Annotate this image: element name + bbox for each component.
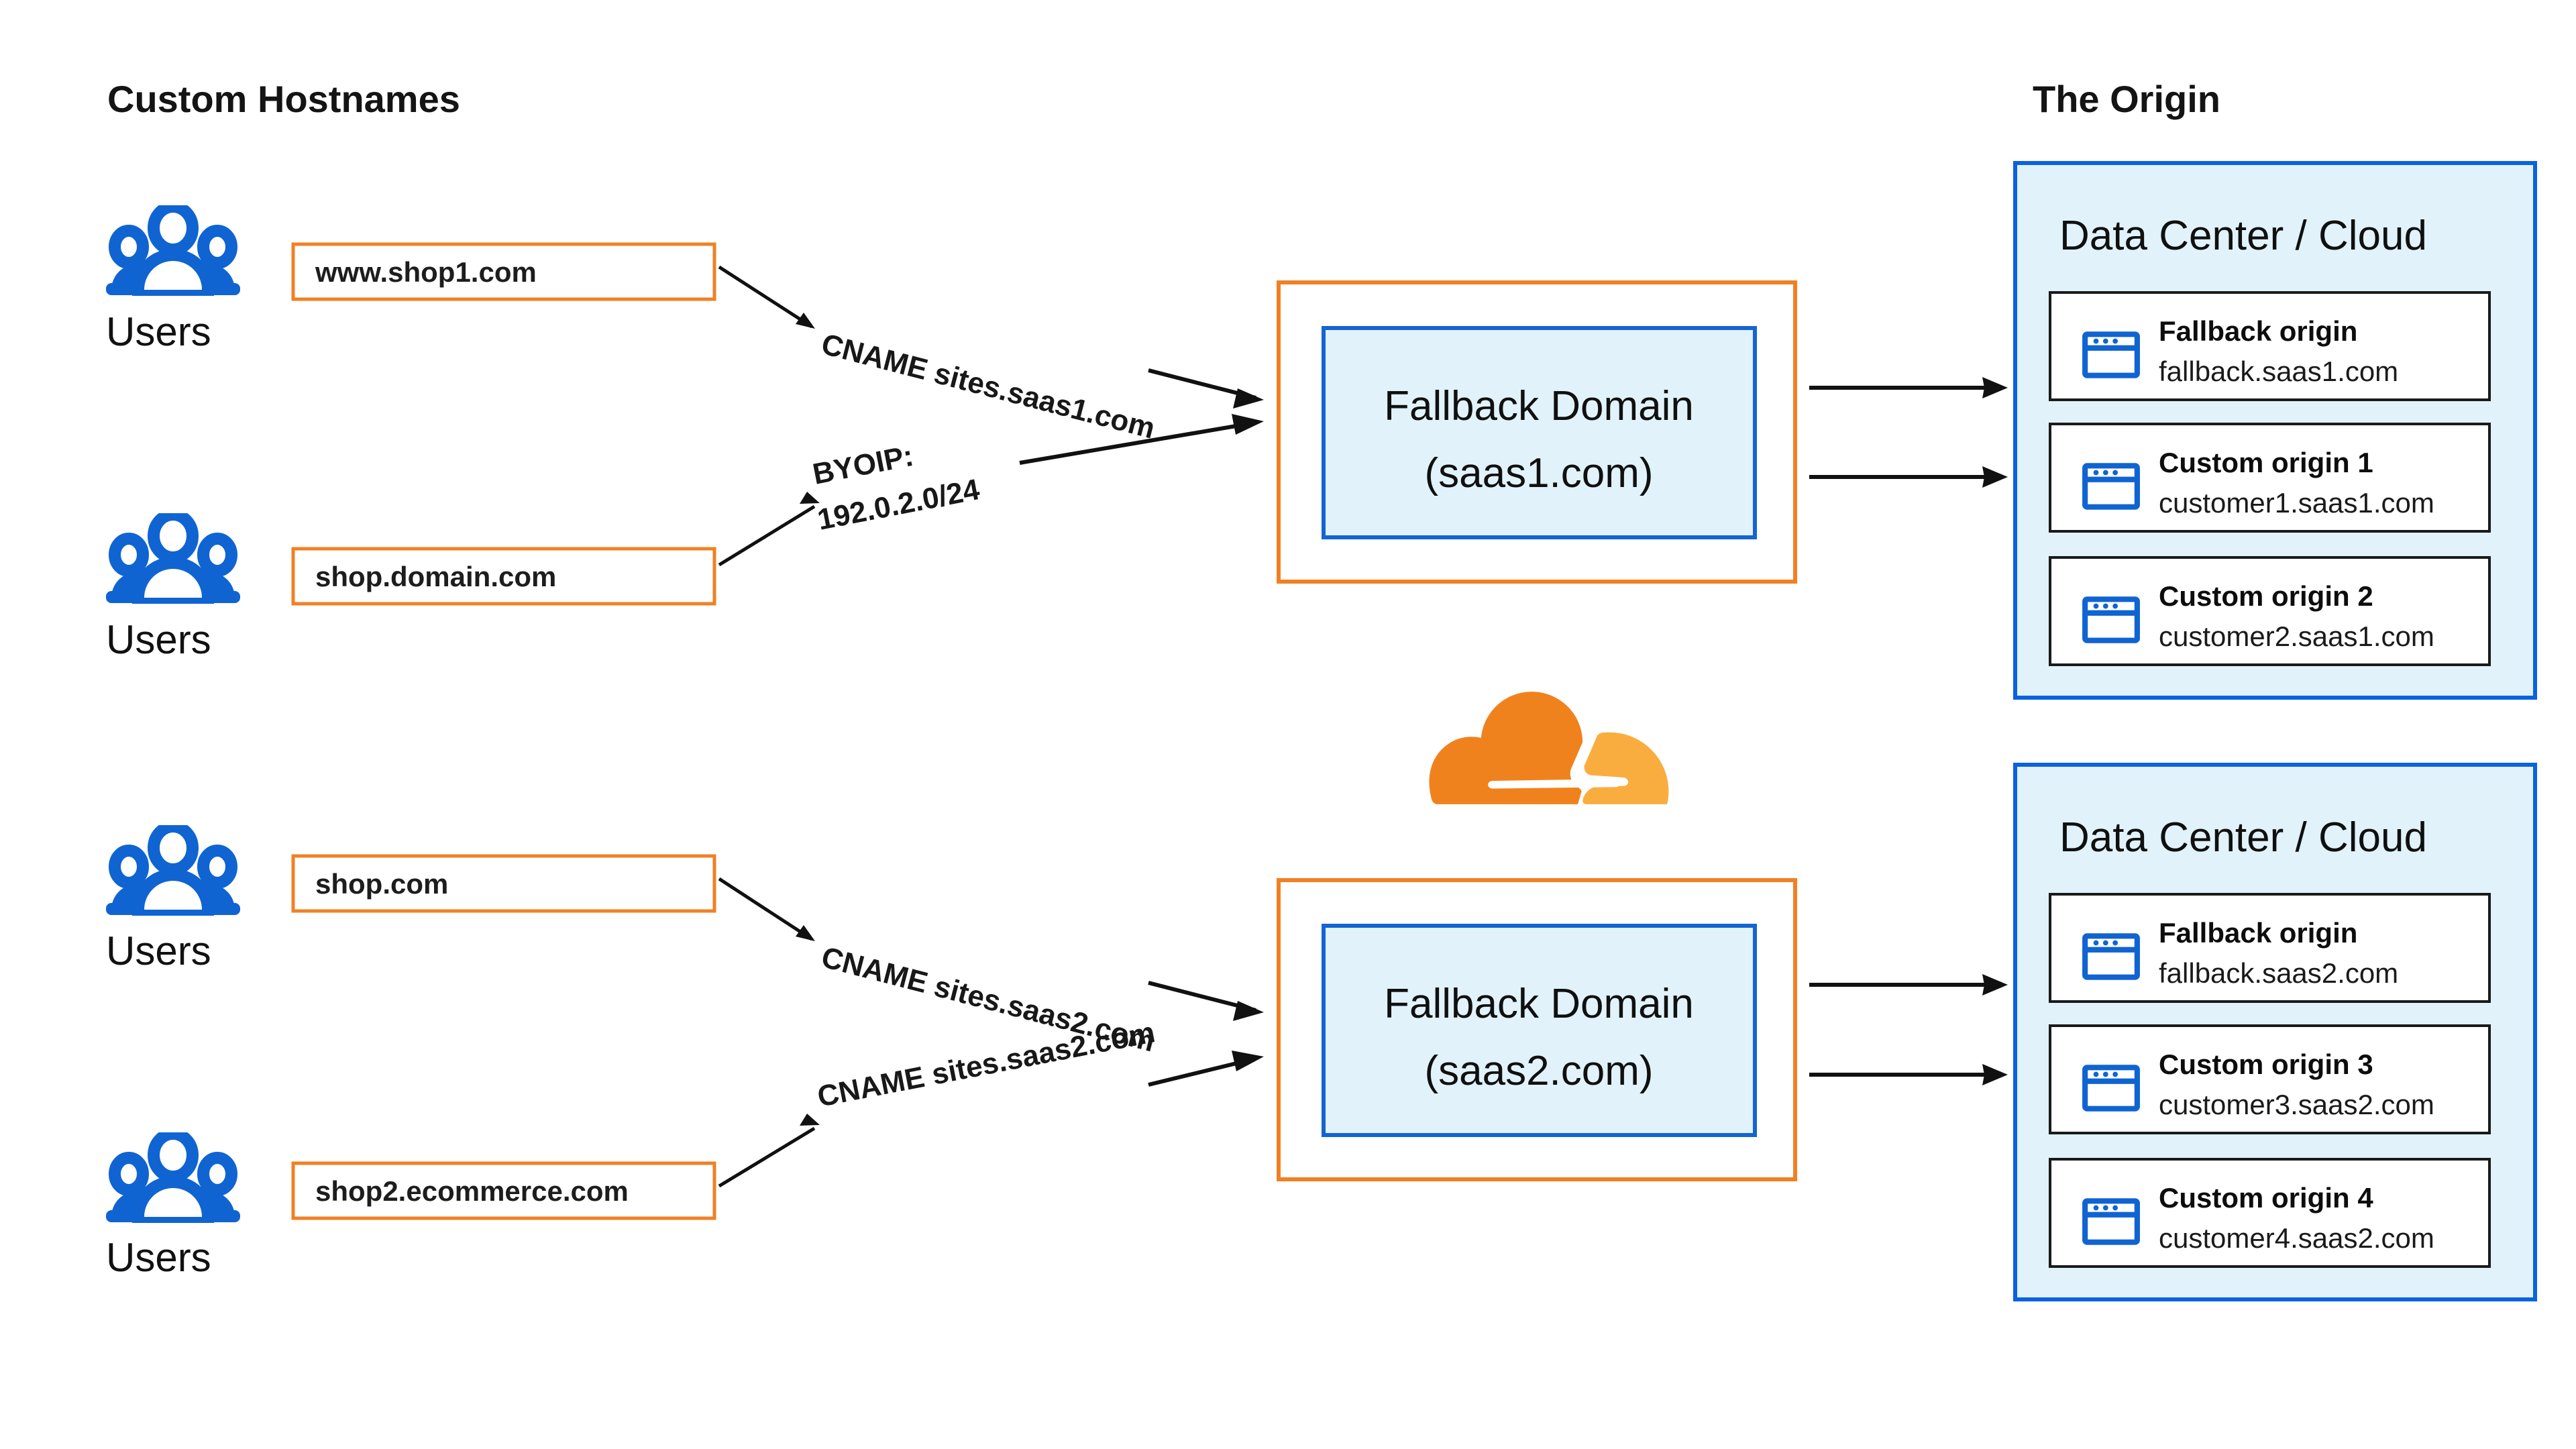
fallback-domain-inner-rect[interactable] [1322,326,1757,539]
fallback-domain-title: Fallback Domain [1384,981,1694,1027]
origin-card[interactable]: Fallback origin fallback.saas2.com [2049,893,2491,1003]
cloudflare-cloud-main [1429,692,1583,804]
origin-name: Custom origin 2 [2159,580,2373,612]
fallback-domain-title: Fallback Domain [1384,383,1694,429]
connector-byoip: BYOIP: 192.0.2.0/24 [718,414,1264,567]
fallback-domain-subtitle: (saas2.com) [1424,1048,1653,1094]
users-label: Users [106,617,211,662]
origin-host: customer4.saas2.com [2159,1222,2434,1254]
origin-name: Fallback origin [2159,315,2357,347]
hostname-box-rect[interactable] [291,1161,716,1220]
page-heading-left: Custom Hostnames [107,78,460,120]
edge-label-byoip-line1: BYOIP: [810,439,916,491]
users-icon [106,515,240,603]
connector-cname-saas1: CNAME sites.saas1.com [718,265,1264,445]
users-icon [106,207,240,295]
hostname-box-4[interactable]: shop2.ecommerce.com [291,1161,716,1220]
origin-host: fallback.saas1.com [2159,356,2398,387]
origin-arrows-2 [1809,974,2008,1085]
users-group-3: Users [106,826,240,973]
origin-name: Custom origin 1 [2159,447,2373,478]
fallback-domain-2[interactable]: Fallback Domain (saas2.com) [1277,878,1797,1181]
users-group-1: Users [106,207,240,354]
origin-host: customer1.saas1.com [2159,487,2434,519]
users-group-2: Users [106,515,240,662]
page-heading-right: The Origin [2033,78,2220,120]
hostname-box-rect[interactable] [291,854,716,913]
hostname-box-2[interactable]: shop.domain.com [291,547,716,606]
hostname-box-3[interactable]: shop.com [291,854,716,913]
data-center-title: Data Center / Cloud [2059,213,2427,259]
cloudflare-slash [1488,779,1621,789]
edge-label-cname-1: CNAME sites.saas1.com [818,327,1158,445]
users-group-4: Users [106,1134,240,1280]
origin-host: customer2.saas1.com [2159,621,2434,652]
origin-card[interactable]: Custom origin 1 customer1.saas1.com [2049,423,2491,533]
hostname-box-1[interactable]: www.shop1.com [291,242,716,301]
hostname-box-rect[interactable] [291,547,716,606]
origin-host: customer3.saas2.com [2159,1089,2434,1120]
origin-card[interactable]: Custom origin 4 customer4.saas2.com [2049,1158,2491,1268]
origin-card[interactable]: Custom origin 2 customer2.saas1.com [2049,556,2491,666]
data-center-title: Data Center / Cloud [2059,814,2427,861]
users-label: Users [106,1235,211,1280]
cloudflare-cloud-icon [1429,692,1669,804]
users-icon [106,826,240,915]
users-icon [106,1134,240,1222]
origin-name: Custom origin 3 [2159,1049,2373,1080]
users-label: Users [106,928,211,973]
connector-cname-saas2-b: CNAME sites.saas2.com [718,1016,1264,1188]
hostname-value: shop2.ecommerce.com [315,1175,629,1207]
connector-cname-saas2-a: CNAME sites.saas2.com [718,877,1264,1059]
hostname-value: shop.domain.com [315,561,556,592]
hostname-value: www.shop1.com [315,256,537,288]
hostname-box-rect[interactable] [291,242,716,301]
data-center-panel-2: Data Center / Cloud Fallback origin fall… [2013,763,2537,1301]
fallback-domain-1[interactable]: Fallback Domain (saas1.com) [1277,280,1797,584]
origin-name: Custom origin 4 [2159,1182,2373,1214]
origin-card[interactable]: Fallback origin fallback.saas1.com [2049,291,2491,401]
users-label: Users [106,309,211,354]
origin-card[interactable]: Custom origin 3 customer3.saas2.com [2049,1024,2491,1134]
origin-name: Fallback origin [2159,917,2357,949]
origin-host: fallback.saas2.com [2159,957,2398,989]
hostname-value: shop.com [315,868,448,900]
cloudflare-wing-light [1582,732,1669,804]
origin-arrows-1 [1809,377,2008,488]
edge-label-cname-3: CNAME sites.saas2.com [815,1016,1158,1114]
fallback-domain-subtitle: (saas1.com) [1424,450,1653,496]
data-center-panel-1: Data Center / Cloud Fallback origin fall… [2013,161,2537,700]
fallback-domain-inner-rect[interactable] [1322,924,1757,1137]
